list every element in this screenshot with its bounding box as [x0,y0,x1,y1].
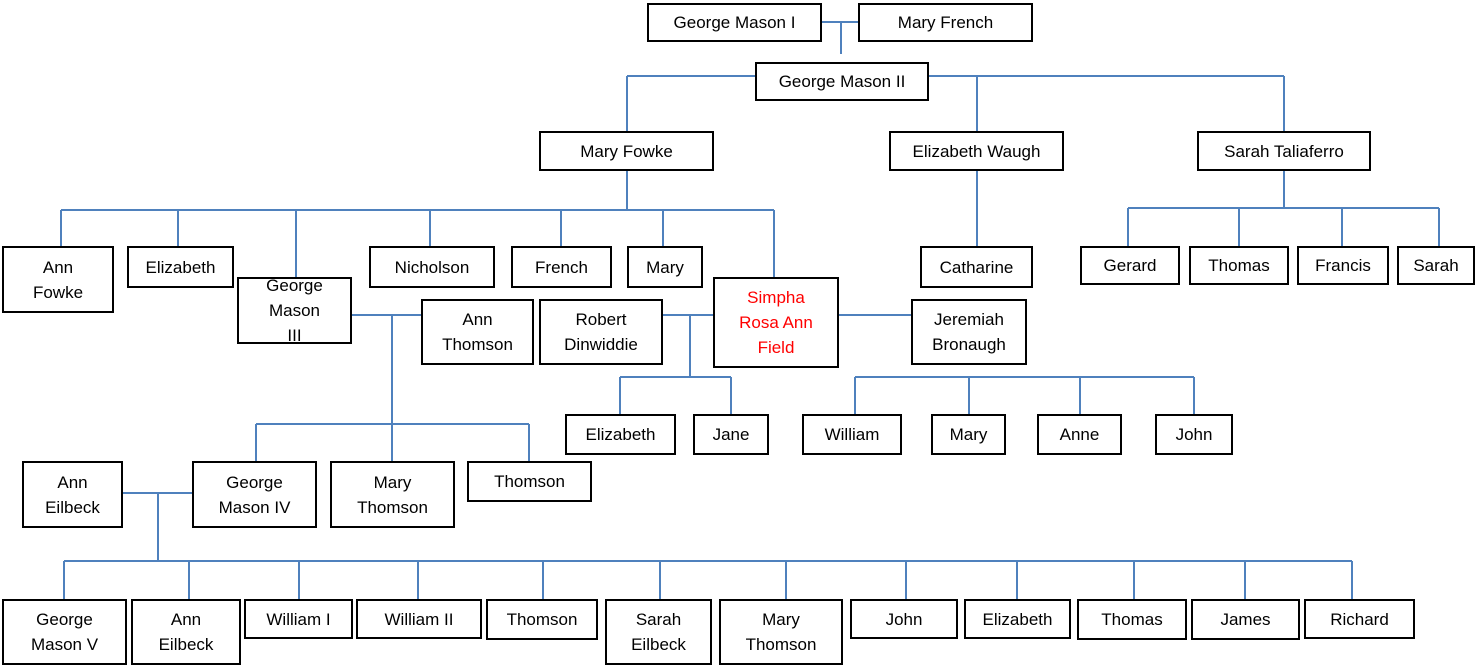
person-box-william-ii: William II [356,599,482,639]
person-name: Jane [712,425,750,444]
person-box-sarah: Sarah [1397,246,1475,285]
person-box-john-1: John [1155,414,1233,455]
person-name: Nicholson [394,257,470,277]
person-name: William II [384,609,454,629]
person-box-george-mason-i: George Mason I [647,3,822,42]
person-box-elizabeth-waugh: Elizabeth Waugh [889,131,1064,171]
person-name: Sarah Taliaferro [1224,141,1344,161]
person-box-elizabeth-3: Elizabeth [964,599,1071,639]
person-box-elizabeth-2: Elizabeth [565,414,676,455]
person-name: Thomson [506,610,578,629]
person-box-george-mason-ii: George Mason II [755,62,929,101]
person-name: John [885,609,923,629]
person-box-jane: Jane [693,414,769,455]
person-box-thomas-1: Thomas [1189,246,1289,285]
person-name: Sarah [1413,256,1459,275]
person-box-thomson-1: Thomson [467,461,592,502]
person-box-sarah-taliaferro: Sarah Taliaferro [1197,131,1371,171]
person-box-catharine: Catharine [920,246,1033,288]
person-name: Richard [1330,609,1389,629]
person-name: French [535,257,588,277]
person-name: Elizabeth Waugh [912,141,1041,161]
person-name: Elizabeth [145,257,216,277]
person-box-francis: Francis [1297,246,1389,285]
person-box-william-i: William I [244,599,353,639]
person-name: Francis [1315,256,1371,275]
person-box-elizabeth-1: Elizabeth [127,246,234,288]
person-name: Mary [949,425,988,444]
person-box-anne: Anne [1037,414,1122,455]
person-box-james: James [1191,599,1300,640]
person-name: Mary [646,257,684,277]
person-box-john-2: John [850,599,958,639]
person-box-nicholson: Nicholson [369,246,495,288]
person-name: Gerard [1103,256,1157,275]
person-name: Elizabeth [982,609,1053,629]
person-name: Elizabeth [585,425,656,444]
person-box-mary-2: Mary [931,414,1006,455]
person-box-french: French [511,246,612,288]
person-name: John [1175,425,1213,444]
person-name: Thomson [494,472,565,491]
person-name: William I [266,609,331,629]
person-name: Thomas [1101,610,1163,629]
person-name: James [1220,610,1271,629]
person-box-gerard: Gerard [1080,246,1180,285]
person-name: Catharine [939,257,1014,277]
person-name: Thomas [1208,256,1270,275]
person-box-william: William [802,414,902,455]
person-box-richard: Richard [1304,599,1415,639]
person-name: George Mason I [673,13,796,32]
person-box-mary-fowke: Mary Fowke [539,131,714,171]
person-box-thomson-2: Thomson [486,599,598,640]
person-box-mary-1: Mary [627,246,703,288]
person-box-thomas-2: Thomas [1077,599,1187,640]
person-name: William [824,425,880,444]
person-name: Mary French [897,13,994,32]
person-name: Mary Fowke [580,141,673,161]
person-box-mary-french: Mary French [858,3,1033,42]
person-name: George Mason II [778,72,906,91]
person-name: Anne [1059,425,1100,444]
